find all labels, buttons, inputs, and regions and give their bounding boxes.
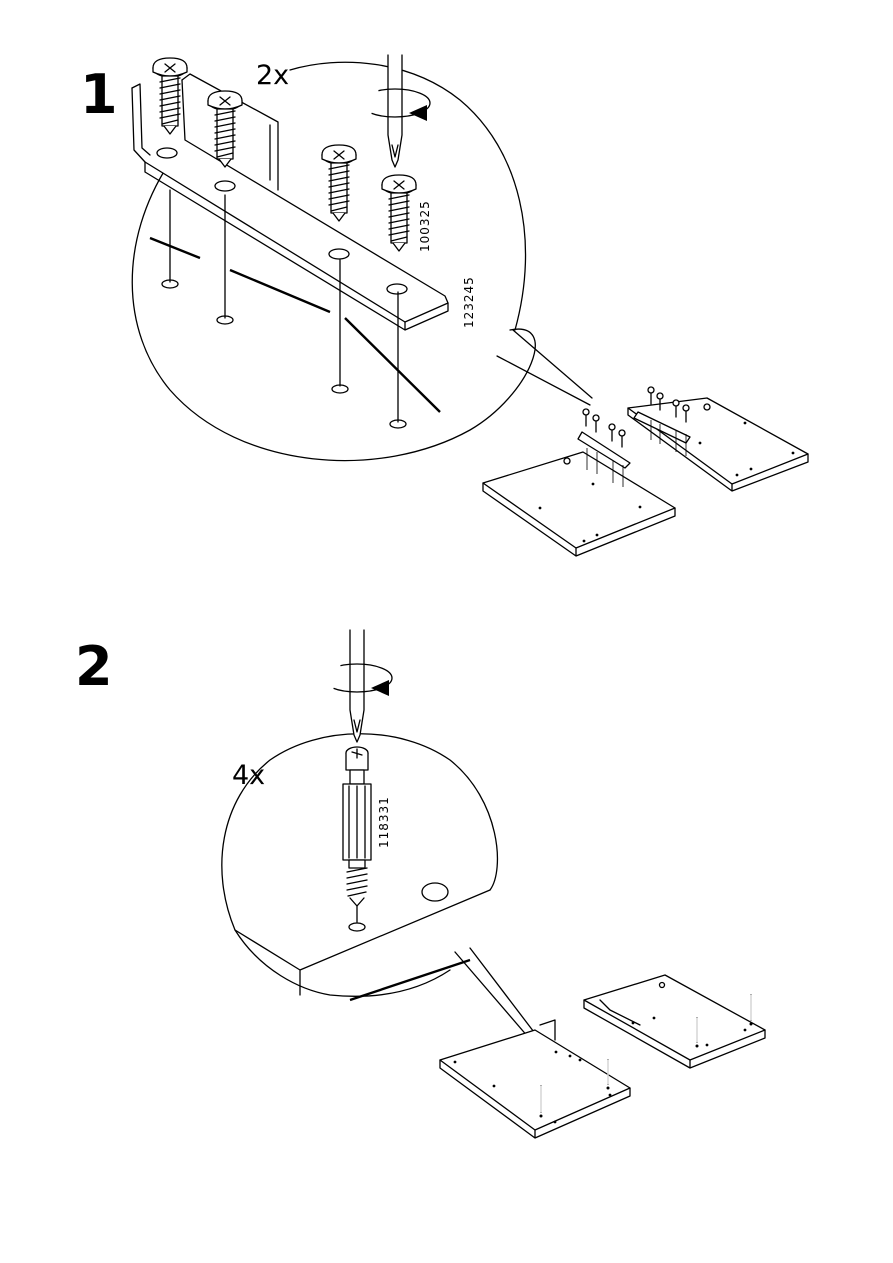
step-2-quantity: 4x — [232, 762, 265, 789]
step-2-illustration — [222, 630, 765, 1138]
panel-icon — [440, 975, 765, 1138]
step-1-part-number-bracket: 123245 — [462, 276, 476, 328]
step-1-quantity: 2x — [256, 62, 289, 89]
screwdriver-icon — [388, 55, 402, 167]
panel-icon — [483, 387, 808, 556]
step-2-number: 2 — [75, 640, 113, 694]
step-1-number: 1 — [80, 68, 118, 122]
step-2-part-number-dowel: 118331 — [377, 796, 391, 848]
step-1-part-number-screw: 100325 — [418, 200, 432, 252]
cam-dowel-icon — [343, 747, 371, 931]
screwdriver-icon — [350, 630, 364, 742]
